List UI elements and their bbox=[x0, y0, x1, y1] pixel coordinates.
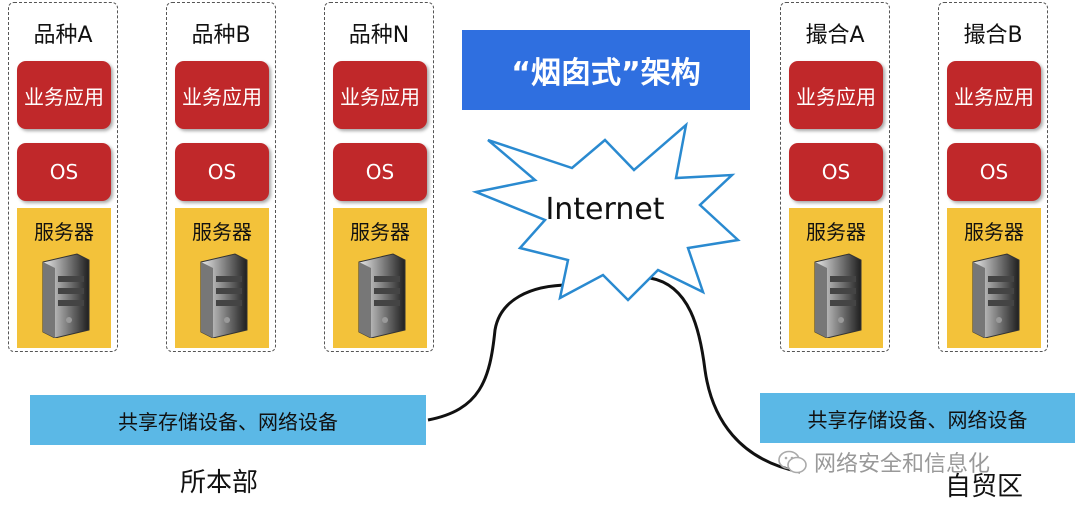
server-tower-icon bbox=[972, 253, 1020, 338]
business-app-box: 业务应用 bbox=[333, 61, 427, 129]
column-variety-b: 品种B 业务应用 OS 服务器 bbox=[166, 2, 276, 352]
server-label: 服务器 bbox=[34, 220, 94, 244]
server-tower-icon bbox=[200, 253, 248, 338]
watermark-text: 网络安全和信息化 bbox=[814, 452, 991, 477]
column-matching-a: 撮合A 业务应用 OS 服务器 bbox=[780, 2, 890, 352]
server-label: 服务器 bbox=[964, 220, 1024, 244]
internet-label: Internet bbox=[545, 192, 665, 227]
server-label: 服务器 bbox=[192, 220, 252, 244]
column-variety-n: 品种N 业务应用 OS 服务器 bbox=[324, 2, 434, 352]
server-label: 服务器 bbox=[806, 220, 866, 244]
server-box: 服务器 bbox=[17, 208, 111, 348]
place-label-free-trade-zone: 自贸区 bbox=[945, 472, 1024, 502]
server-tower-icon bbox=[42, 253, 90, 338]
os-box: OS bbox=[17, 143, 111, 201]
place-label-headquarters: 所本部 bbox=[180, 468, 259, 498]
column-title: 品种A bbox=[33, 23, 93, 48]
business-app-box: 业务应用 bbox=[947, 61, 1041, 129]
os-box: OS bbox=[333, 143, 427, 201]
server-box: 服务器 bbox=[789, 208, 883, 348]
server-box: 服务器 bbox=[947, 208, 1041, 348]
server-box: 服务器 bbox=[175, 208, 269, 348]
column-title: 品种B bbox=[191, 23, 251, 48]
business-app-box: 业务应用 bbox=[175, 61, 269, 129]
server-tower-icon bbox=[814, 253, 862, 338]
cable-left bbox=[427, 283, 571, 422]
os-box: OS bbox=[947, 143, 1041, 201]
os-box: OS bbox=[175, 143, 269, 201]
watermark: 网络安全和信息化 bbox=[778, 446, 990, 478]
architecture-banner: “烟囱式”架构 bbox=[462, 30, 750, 110]
business-app-box: 业务应用 bbox=[17, 61, 111, 129]
os-box: OS bbox=[789, 143, 883, 201]
column-title: 品种N bbox=[348, 23, 410, 48]
business-app-box: 业务应用 bbox=[789, 61, 883, 129]
wechat-icon bbox=[778, 450, 807, 474]
column-title: 撮合A bbox=[805, 23, 865, 48]
server-box: 服务器 bbox=[333, 208, 427, 348]
server-label: 服务器 bbox=[350, 220, 410, 244]
column-matching-b: 撮合B 业务应用 OS 服务器 bbox=[938, 2, 1048, 352]
column-title: 撮合B bbox=[963, 23, 1023, 48]
storage-network-box-left: 共享存储设备、网络设备 bbox=[30, 395, 426, 445]
storage-network-box-right: 共享存储设备、网络设备 bbox=[760, 393, 1075, 443]
column-variety-a: 品种A 业务应用 OS 服务器 bbox=[8, 2, 118, 352]
server-tower-icon bbox=[358, 253, 406, 338]
